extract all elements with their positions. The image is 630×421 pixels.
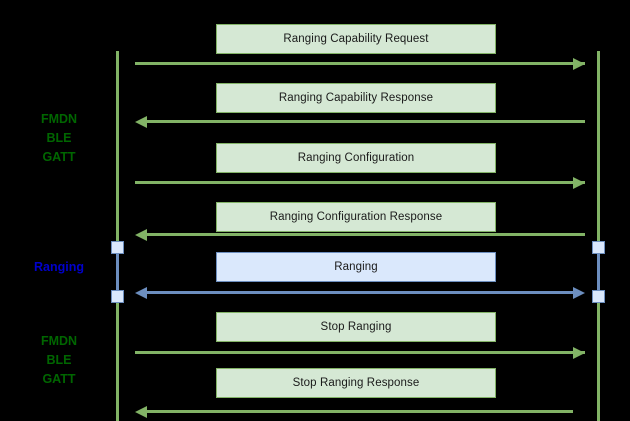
message-arrow-ranging-capability-response [147, 120, 585, 123]
message-box-ranging-capability-response: Ranging Capability Response [216, 83, 496, 113]
phase-label-ranging: Ranging [34, 260, 84, 274]
phase-label-fmdn-ble-gatt-bottom: FMDN BLE GATT [40, 334, 78, 386]
message-box-stop-ranging: Stop Ranging [216, 312, 496, 342]
arrowhead-left-ranging-configuration-response [135, 228, 147, 241]
left-lifeline-lower [116, 302, 119, 421]
right-activation-end-box [592, 290, 605, 303]
right-activation-start-box [592, 241, 605, 254]
arrowhead-left-ranging [135, 286, 147, 299]
message-box-ranging-configuration: Ranging Configuration [216, 143, 496, 173]
message-box-ranging-capability-request: Ranging Capability Request [216, 24, 496, 54]
message-arrow-stop-ranging-response [147, 410, 573, 413]
right-activation-line [597, 247, 600, 297]
message-arrow-ranging-configuration-response [147, 233, 585, 236]
left-activation-start-box [111, 241, 124, 254]
phase-label-fmdn-ble-gatt-top: FMDN BLE GATT [40, 112, 78, 164]
left-activation-end-box [111, 290, 124, 303]
right-lifeline-lower [597, 302, 600, 421]
right-lifeline-upper [597, 51, 600, 241]
message-box-stop-ranging-response: Stop Ranging Response [216, 368, 496, 398]
arrowhead-right-ranging-capability-request [573, 57, 585, 70]
message-arrow-ranging-capability-request [135, 62, 585, 65]
message-arrow-ranging-configuration [135, 181, 585, 184]
message-box-ranging-configuration-response: Ranging Configuration Response [216, 202, 496, 232]
left-activation-line [116, 247, 119, 297]
message-arrow-ranging [147, 291, 573, 294]
arrowhead-right-ranging-configuration [573, 176, 585, 189]
arrowhead-right-stop-ranging [573, 346, 585, 359]
message-box-ranging: Ranging [216, 252, 496, 282]
message-arrow-stop-ranging [135, 351, 585, 354]
left-lifeline-upper [116, 51, 119, 241]
arrowhead-left-ranging-capability-response [135, 115, 147, 128]
arrowhead-left-stop-ranging-response [135, 405, 147, 418]
arrowhead-right-ranging [573, 286, 585, 299]
